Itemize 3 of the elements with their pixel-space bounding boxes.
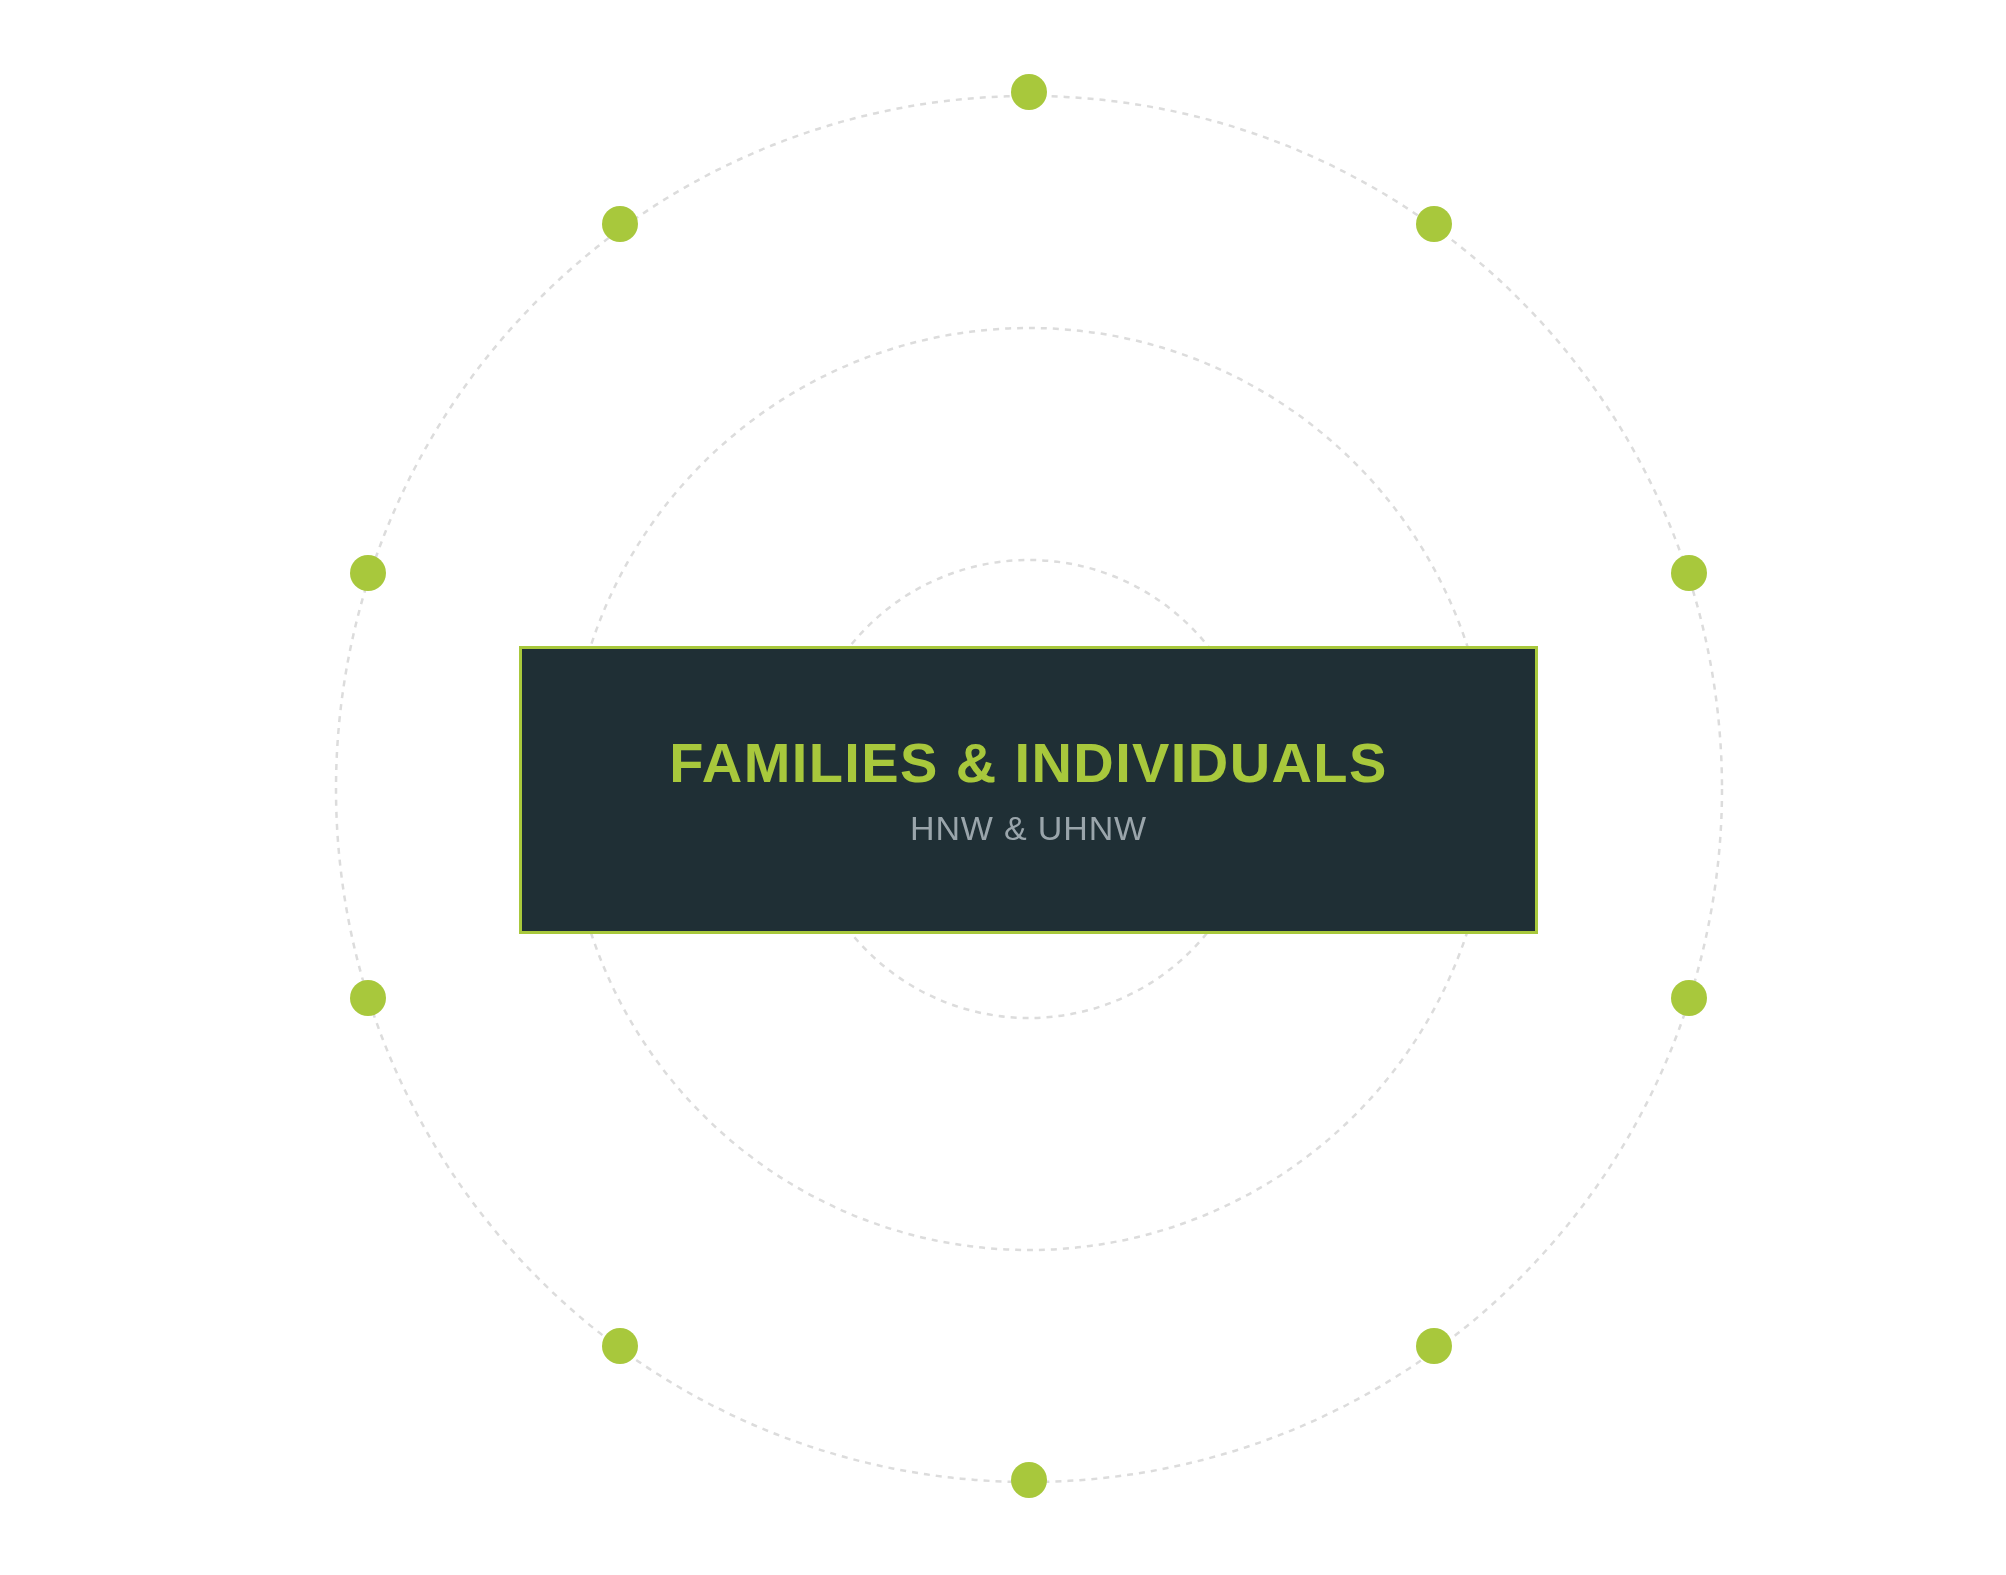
title-panel [519, 646, 1538, 934]
panel-heading: FAMILIES & INDIVIDUALS [669, 735, 1388, 791]
panel-subheading: HNW & UHNW [910, 811, 1147, 845]
